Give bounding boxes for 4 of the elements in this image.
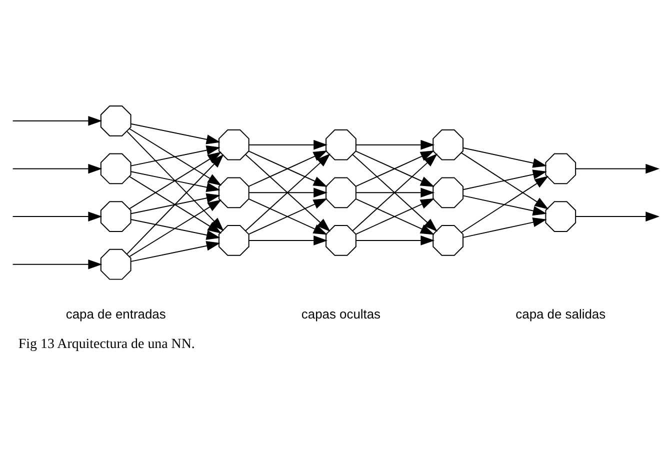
label: capas ocultas	[301, 306, 381, 322]
label: capa de entradas	[66, 306, 166, 322]
caption: Fig 13 Arquitectura de una NN.	[18, 337, 195, 352]
label: capa de salidas	[516, 306, 606, 322]
